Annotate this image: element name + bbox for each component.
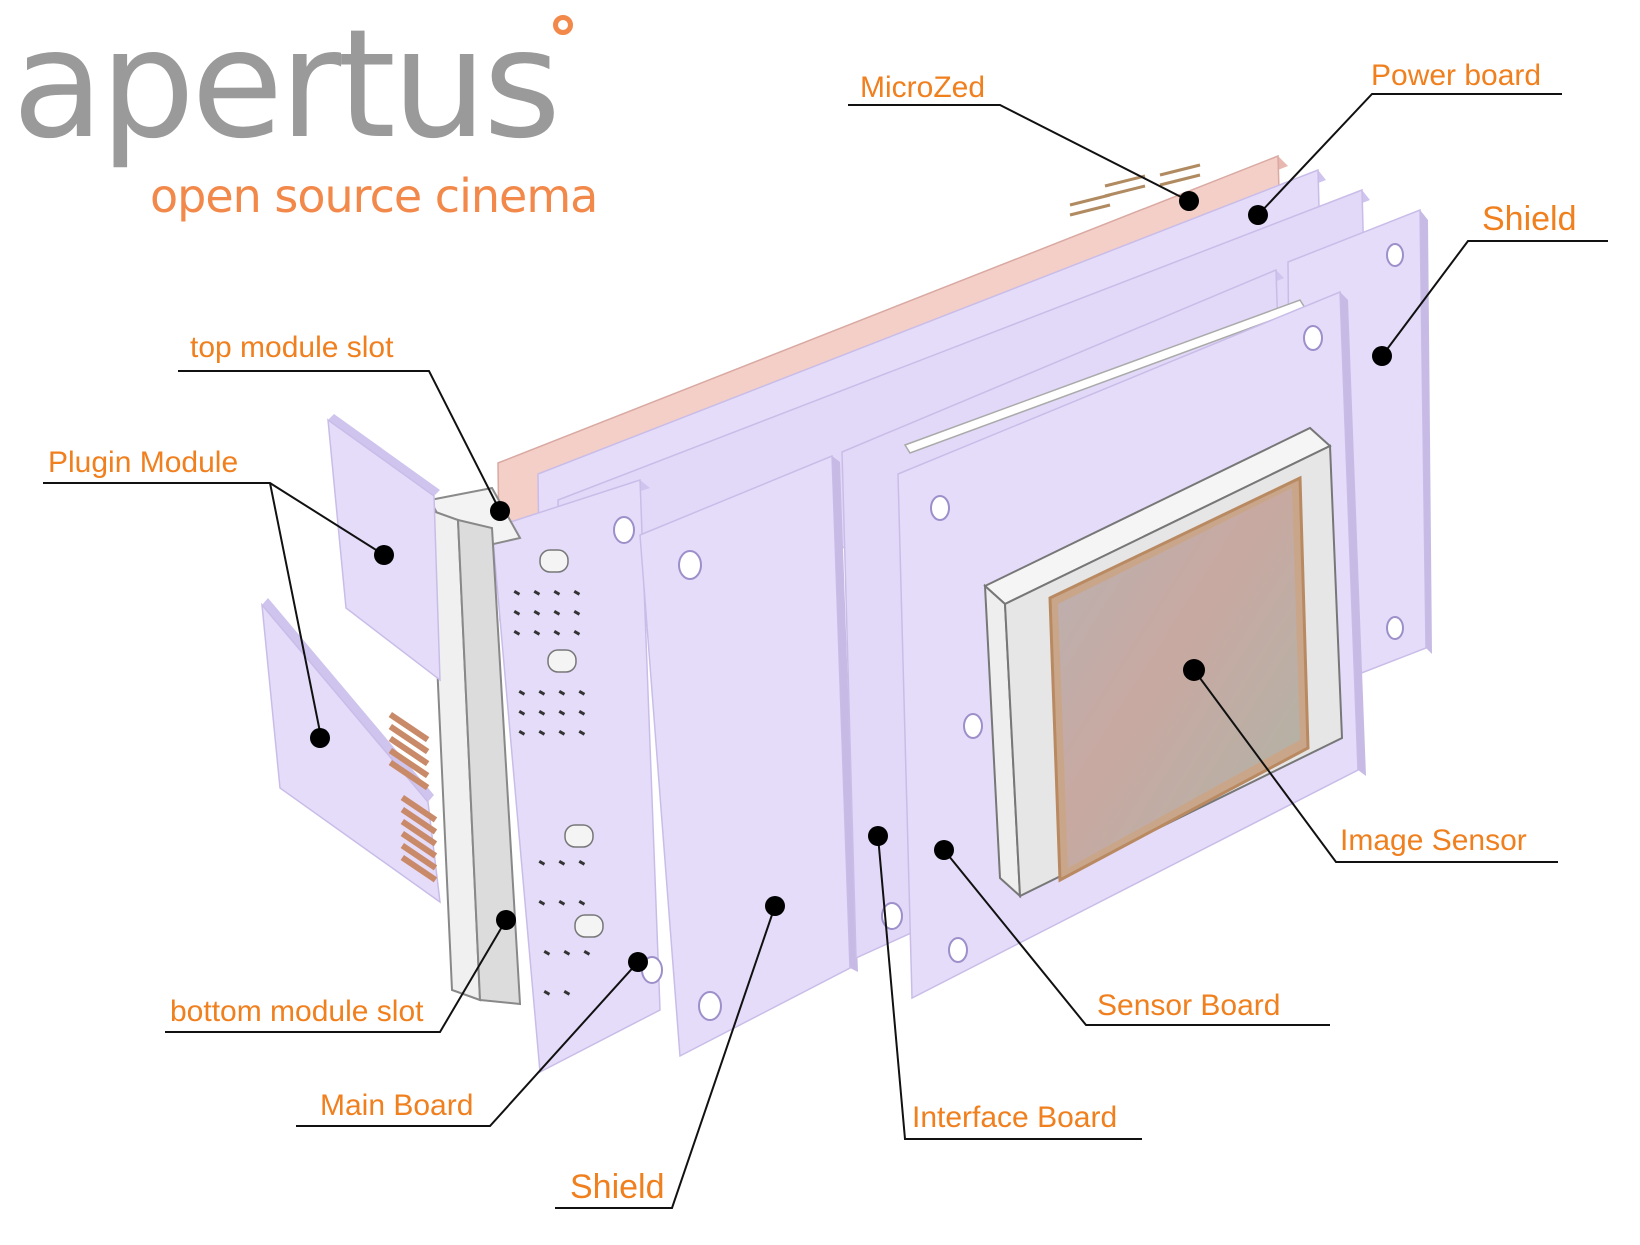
label-microzed: MicroZed <box>860 71 985 104</box>
label-plugin-module: Plugin Module <box>48 446 238 479</box>
logo-ring-icon <box>553 15 573 35</box>
leader-lines <box>43 93 1608 1209</box>
label-top-module-slot: top module slot <box>190 331 394 364</box>
plugin-module-bottom <box>261 598 441 904</box>
leader-top-module-slot <box>178 370 501 512</box>
dot-shield-right <box>1372 346 1392 366</box>
dot-image-sensor <box>1183 659 1205 681</box>
leader-power-board <box>1257 93 1562 216</box>
leader-plugin-module-2 <box>269 482 321 733</box>
leader-image-sensor <box>1193 669 1558 863</box>
dot-interface-board <box>868 826 888 846</box>
leader-shield-bottom <box>555 905 776 1209</box>
leader-main-board <box>296 961 639 1127</box>
leader-dots <box>310 191 1392 972</box>
dot-bottom-module-slot <box>496 910 516 930</box>
dot-power-board <box>1248 205 1268 225</box>
logo-tagline: open source cinema <box>150 169 598 223</box>
dot-plugin-module-top <box>374 545 394 565</box>
label-interface-board: Interface Board <box>912 1101 1117 1134</box>
dot-shield-bottom <box>765 896 785 916</box>
label-shield-right: Shield <box>1482 200 1577 238</box>
leader-interface-board <box>877 835 1142 1140</box>
label-bottom-module-slot: bottom module slot <box>170 995 424 1028</box>
dot-plugin-module-bottom <box>310 728 330 748</box>
label-power-board: Power board <box>1371 59 1541 92</box>
apertus-logo: apertus open source cinema <box>8 0 608 240</box>
dot-sensor-board <box>934 840 954 860</box>
label-sensor-board: Sensor Board <box>1097 989 1280 1022</box>
logo-wordmark: apertus <box>12 0 561 172</box>
image-sensor-package <box>983 426 1344 899</box>
shield-bottom-plate <box>639 454 858 1058</box>
dot-main-board <box>628 952 648 972</box>
label-image-sensor: Image Sensor <box>1340 824 1527 857</box>
main-board <box>428 478 663 1074</box>
leader-bottom-module-slot <box>165 919 507 1033</box>
leader-shield-right <box>1381 240 1608 357</box>
dot-top-module-slot <box>490 501 510 521</box>
label-main-board: Main Board <box>320 1089 473 1122</box>
dot-microzed <box>1179 191 1199 211</box>
leader-plugin-module-1 <box>43 482 385 556</box>
leader-microzed <box>848 104 1190 202</box>
labels: MicroZed Power board Shield top module s… <box>48 59 1577 1206</box>
leader-sensor-board <box>943 849 1330 1026</box>
label-shield-bottom: Shield <box>570 1168 665 1206</box>
